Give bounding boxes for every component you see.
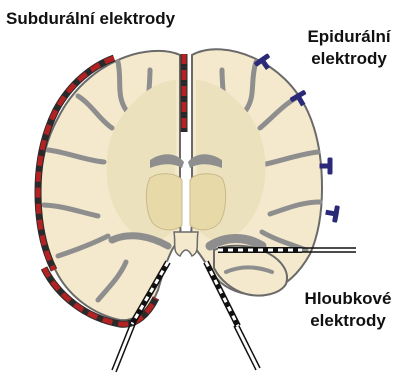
subdural-electrodes-label: Subdurální elektrody <box>6 8 175 30</box>
depth-electrode-left-wire-2 <box>116 322 136 372</box>
depth-label-line1: Hloubkové <box>290 288 406 310</box>
depth-electrode-right-wire-2 <box>238 324 260 368</box>
brainstem <box>174 232 198 256</box>
depth-electrodes-label: Hloubkové elektrody <box>290 288 406 332</box>
thalamus-left <box>146 174 182 230</box>
right-hemisphere <box>191 49 322 295</box>
epidural-electrodes-label: Epidurální elektrody <box>294 26 404 70</box>
epidural-label-line1: Epidurální <box>294 26 404 48</box>
depth-label-line2: elektrody <box>290 310 406 332</box>
epidural-electrode-4 <box>325 204 340 222</box>
thalamus-right <box>190 174 226 230</box>
depth-electrode-right-wire <box>234 326 256 370</box>
epidural-label-line2: elektrody <box>294 48 404 70</box>
